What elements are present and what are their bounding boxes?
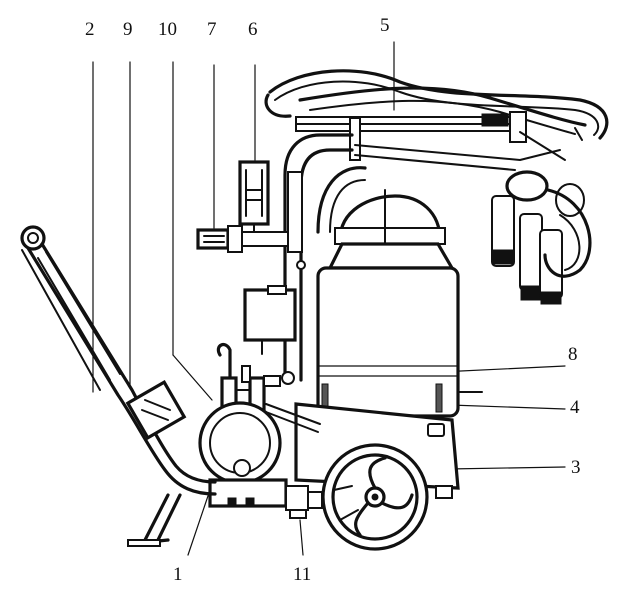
cart-wheel <box>321 443 429 551</box>
vacuum-regulator <box>196 225 289 253</box>
vacuum-gauge <box>238 160 270 239</box>
callout-8: 8 <box>568 344 578 365</box>
motor-base <box>208 478 323 519</box>
callout-10: 10 <box>158 19 177 40</box>
callout-3: 3 <box>571 457 581 478</box>
callout-1: 1 <box>173 564 183 585</box>
cart-handle <box>20 225 217 547</box>
teat-cup-cluster <box>491 170 592 305</box>
leader-lines <box>92 41 566 556</box>
hose-assembly <box>264 69 609 171</box>
control-box <box>243 285 297 385</box>
callout-7: 7 <box>207 19 217 40</box>
callout-9: 9 <box>123 19 133 40</box>
callout-5: 5 <box>380 15 390 36</box>
callout-6: 6 <box>248 19 258 40</box>
milk-can <box>316 189 483 418</box>
callout-2: 2 <box>85 19 95 40</box>
vacuum-pump <box>198 401 282 485</box>
callout-11: 11 <box>293 564 312 585</box>
riser-pipe <box>283 133 367 382</box>
callout-4: 4 <box>570 397 580 418</box>
